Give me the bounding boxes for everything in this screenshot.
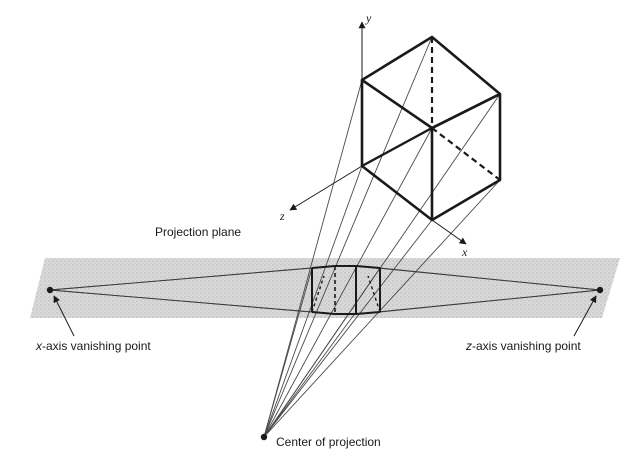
x-axis-label: x — [461, 245, 468, 259]
center-of-projection-dot — [260, 433, 268, 441]
cube-hidden-edges — [430, 37, 501, 181]
pc-edge-top-left — [311, 265, 336, 269]
x-axis-line — [431, 219, 467, 245]
vl-x-2 — [49, 265, 336, 291]
pc-hidden-diag-1 — [311, 275, 325, 313]
z-axis-label: z — [279, 209, 285, 223]
projection-plane-label: Projection plane — [155, 225, 241, 239]
x-vanishing-point-dot — [46, 286, 54, 294]
x-vp-leader — [53, 295, 75, 337]
axes — [289, 21, 467, 245]
ray-1 — [263, 79, 363, 438]
pc-hidden-diag-2 — [367, 275, 381, 313]
y-axis-label: y — [365, 11, 372, 25]
z-vp-label-prefix: z — [465, 339, 472, 353]
ray-9 — [263, 267, 381, 438]
ray-7 — [263, 219, 433, 438]
ray-8 — [263, 267, 313, 438]
ray-5 — [263, 127, 433, 438]
vl-z-4 — [379, 289, 601, 313]
projected-cube — [311, 265, 381, 315]
vl-x-4 — [49, 289, 336, 315]
projector-rays — [263, 36, 501, 438]
ray-2 — [263, 36, 433, 438]
z-vanishing-point-label: z-axis vanishing point — [465, 339, 581, 353]
vl-z-2 — [379, 267, 601, 291]
pc-edge-top-right — [355, 265, 381, 269]
center-of-projection-label: Center of projection — [276, 435, 381, 449]
cube-hidden-back-right — [431, 127, 501, 181]
x-vanishing-point-label: x-axis vanishing point — [35, 339, 151, 353]
pc-edge-bottom-left — [311, 311, 336, 315]
z-vp-leader — [573, 295, 597, 337]
cube-back-left-edge — [361, 126, 433, 168]
x-vp-label-suffix: -axis vanishing point — [42, 339, 151, 353]
x-vp-label-prefix: x — [35, 339, 43, 353]
cube-top-front-right — [431, 92, 501, 130]
ray-10 — [263, 311, 357, 438]
z-vanishing-point-dot — [596, 286, 604, 294]
z-axis-line — [289, 165, 363, 211]
pc-edge-bottom-right — [355, 311, 381, 315]
vanishing-lines — [49, 265, 601, 315]
ray-6 — [263, 179, 501, 438]
z-vp-label-suffix: -axis vanishing point — [472, 339, 581, 353]
